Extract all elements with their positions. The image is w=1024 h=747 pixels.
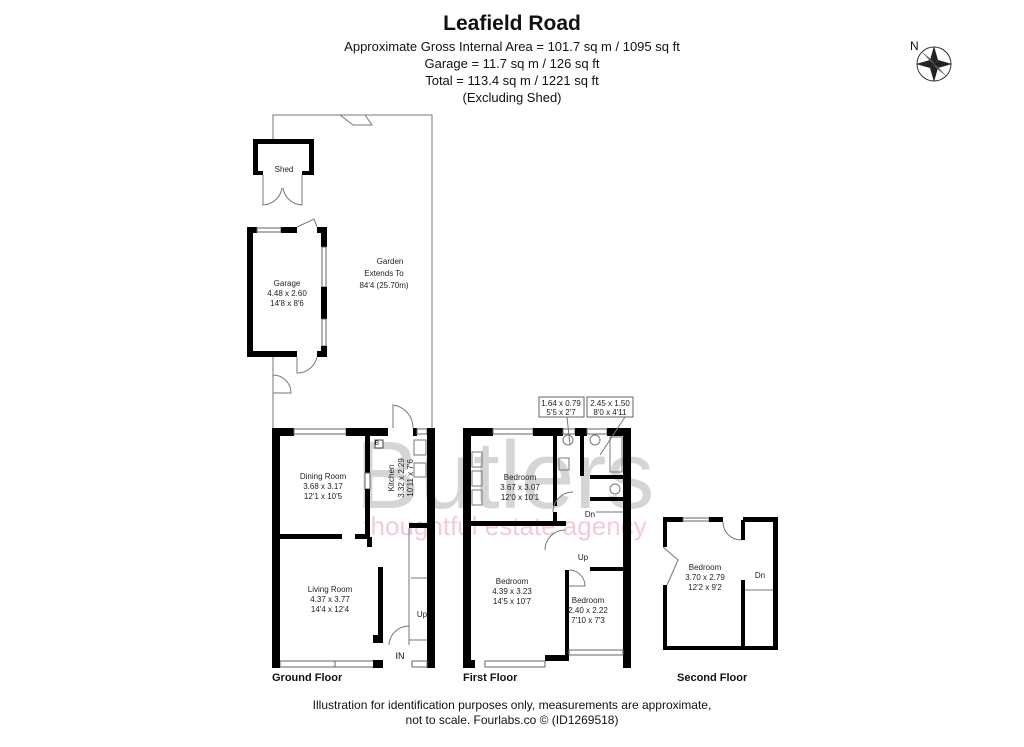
stairs-up-label: Up [417,610,428,619]
ground-floor-label: Ground Floor [272,672,343,684]
kitchen-imperial: 10'11 x 7'6 [406,459,415,497]
bedroom-3-metric: 2.40 x 2.22 [568,606,608,615]
disclaimer-line-2: not to scale. Fourlabs.co © (ID1269518) [406,713,619,727]
kitchen-metric: 3.32 x 2.29 [397,458,406,498]
bathroom-imperial: 8'0 x 4'11 [593,408,627,417]
second-floor-plan [662,517,778,650]
bedroom-2-metric: 4.39 x 3.23 [492,587,532,596]
excluding-shed-note: (Excluding Shed) [463,90,562,105]
bedroom-1-metric: 3.67 x 3.07 [500,483,540,492]
entrance-label: IN [396,651,405,661]
garage-label: Garage [274,279,301,288]
wc-imperial: 5'5 x 2'7 [546,408,576,417]
bedroom-3-label: Bedroom [572,596,605,605]
second-floor-bedroom-metric: 3.70 x 2.79 [685,573,725,582]
first-floor-label: First Floor [463,672,518,684]
garden-length: 84'4 (25.70m) [359,281,408,290]
wc-dimension-box [538,396,585,418]
second-floor-stairs-down-label: Dn [755,571,765,580]
bathroom-dimension-box [586,396,634,418]
garage-imperial: 14'8 x 8'6 [270,299,304,308]
bedroom-2-imperial: 14'5 x 10'7 [493,597,532,606]
garage-area-line: Garage = 11.7 sq m / 126 sq ft [425,56,600,71]
bedroom-3-imperial: 7'10 x 7'3 [571,616,605,625]
living-room-imperial: 14'4 x 12'4 [311,605,350,614]
dining-room-metric: 3.68 x 3.17 [303,482,343,491]
garden-boundary [272,114,433,428]
second-floor-bedroom-label: Bedroom [689,563,722,572]
stairs-up-label-first: Up [578,553,589,562]
disclaimer-line-1: Illustration for identification purposes… [313,698,712,712]
wc-metric: 1.64 x 0.79 [541,399,581,408]
first-floor-plan [463,428,631,668]
compass-rose-icon [916,46,952,82]
bedroom-1-imperial: 12'0 x 10'1 [501,493,540,502]
living-room-label: Living Room [308,585,353,594]
dining-room-imperial: 12'1 x 10'5 [304,492,343,501]
garden-extends-label: Extends To [364,269,404,278]
shed [253,139,314,206]
total-area-line: Total = 113.4 sq m / 1221 sq ft [425,73,599,88]
kitchen-label: Kitchen [387,465,396,492]
north-label: N [910,39,919,53]
second-floor-label: Second Floor [677,672,748,684]
second-floor-bedroom-imperial: 12'2 x 9'2 [688,583,722,592]
stairs-down-label: Dn [585,510,595,519]
shed-label: Shed [275,165,294,174]
garden-label: Garden [377,257,404,266]
ground-floor-plan [272,404,435,668]
living-room-metric: 4.37 x 3.77 [310,595,350,604]
bedroom-2-label: Bedroom [496,577,529,586]
dining-room-label: Dining Room [300,472,347,481]
garage [247,218,327,394]
bathroom-metric: 2.45 x 1.50 [590,399,630,408]
bedroom-1-label: Bedroom [504,473,537,482]
boiler-label: B [375,441,379,447]
area-line: Approximate Gross Internal Area = 101.7 … [344,39,680,54]
garage-metric: 4.48 x 2.60 [267,289,307,298]
page-title: Leafield Road [443,12,581,35]
